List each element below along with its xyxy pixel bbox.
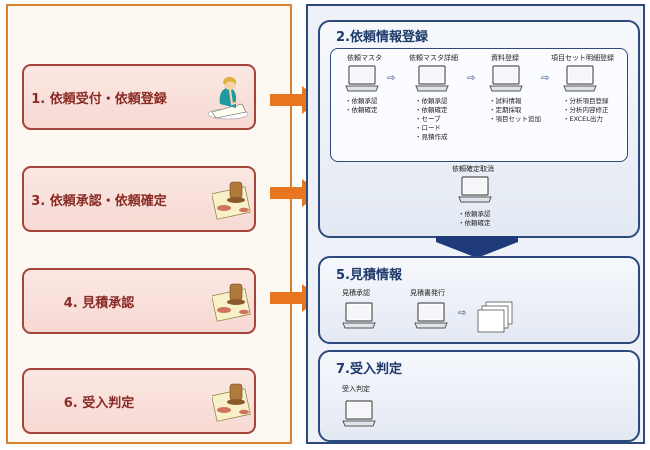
screen-title: 受入判定 <box>342 385 370 393</box>
system-flow-panel: 2.依頼情報登録 依頼マスタ ・依頼承認 ・依頼確定 ⇨ 依頼マスタ詳細 <box>306 4 645 444</box>
function-item: ・項目セット追加 <box>489 115 541 123</box>
screen-title: 項目セット明細登録 <box>551 54 614 62</box>
function-item: ・見積作成 <box>415 133 448 141</box>
approval-stamp-icon <box>212 383 251 422</box>
function-item: ・セーブ <box>415 115 441 123</box>
section-title: 5.見積情報 <box>336 268 402 283</box>
next-step-arrow-icon: ⇨ <box>387 73 396 84</box>
function-item: ・依頼確定 <box>345 106 378 114</box>
section-request-registration: 2.依頼情報登録 依頼マスタ ・依頼承認 ・依頼確定 ⇨ 依頼マスタ詳細 <box>318 20 640 238</box>
section-acceptance: 7.受入判定 受入判定 <box>318 350 640 442</box>
screen-functions: ・依頼承認 ・依頼確定 ・セーブ ・ロード ・見積作成 <box>415 97 448 142</box>
function-item: ・依頼承認 <box>345 97 378 105</box>
function-item: ・EXCEL出力 <box>563 115 603 123</box>
laptop-icon <box>458 176 492 203</box>
next-step-arrow-icon: ⇨ <box>467 73 476 84</box>
step-label: 3. 依頼承認・依頼確定 <box>31 194 167 209</box>
screen-title: 依頼確定取消 <box>452 165 494 173</box>
laptop-icon <box>345 65 379 92</box>
step-acceptance: 6. 受入判定 <box>22 368 256 434</box>
function-item: ・分析内容修正 <box>563 106 609 114</box>
requester-flow-panel: 1. 依頼受付・依頼登録 3. 依頼承認・依頼確定 4. 見積承認 <box>6 4 292 444</box>
step-label: 6. 受入判定 <box>63 396 135 411</box>
flow-arrow-down-icon <box>436 236 518 258</box>
step-quotation-approval: 4. 見積承認 <box>22 268 256 334</box>
screen-title: 依頼マスタ <box>347 54 382 62</box>
section-title: 2.依頼情報登録 <box>336 30 428 45</box>
documents-icon <box>477 301 513 333</box>
laptop-icon <box>563 65 597 92</box>
step-request-approval: 3. 依頼承認・依頼確定 <box>22 166 256 232</box>
laptop-icon <box>415 65 449 92</box>
function-item: ・依頼承認 <box>458 210 491 218</box>
section-quotation: 5.見積情報 見積承認 見積書発行 ⇨ <box>318 256 640 344</box>
screen-functions: ・依頼承認 ・依頼確定 <box>458 210 491 228</box>
function-item: ・分析項目登録 <box>563 97 609 105</box>
laptop-icon <box>342 302 376 329</box>
approval-stamp-icon <box>212 283 251 322</box>
screen-title: 見積書発行 <box>410 289 445 297</box>
function-item: ・試料情報 <box>489 97 522 105</box>
next-step-arrow-icon: ⇨ <box>541 73 550 84</box>
function-item: ・定期採取 <box>489 106 522 114</box>
function-item: ・依頼確定 <box>458 219 491 227</box>
step-label: 4. 見積承認 <box>63 296 135 311</box>
step-request-intake: 1. 依頼受付・依頼登録 <box>22 64 256 130</box>
next-step-arrow-icon: ⇨ <box>458 308 467 319</box>
screen-title: 見積承認 <box>342 289 370 297</box>
laptop-icon <box>414 302 448 329</box>
function-item: ・ロード <box>415 124 441 132</box>
screen-functions: ・試料情報 ・定期採取 ・項目セット追加 <box>489 97 541 124</box>
section-title: 7.受入判定 <box>336 362 402 377</box>
laptop-icon <box>489 65 523 92</box>
laptop-icon <box>342 400 376 427</box>
registration-screens-box: 依頼マスタ ・依頼承認 ・依頼確定 ⇨ 依頼マスタ詳細 ・依頼承認 ・依頼確定 <box>330 48 628 162</box>
woman-reading-icon <box>207 76 249 120</box>
approval-stamp-icon <box>212 181 251 220</box>
function-item: ・依頼確定 <box>415 106 448 114</box>
screen-title: 資料登録 <box>491 54 519 62</box>
screen-functions: ・依頼承認 ・依頼確定 <box>345 97 378 115</box>
screen-functions: ・分析項目登録 ・分析内容修正 ・EXCEL出力 <box>563 97 609 124</box>
step-label: 1. 依頼受付・依頼登録 <box>31 92 167 107</box>
screen-title: 依頼マスタ詳細 <box>409 54 458 62</box>
function-item: ・依頼承認 <box>415 97 448 105</box>
